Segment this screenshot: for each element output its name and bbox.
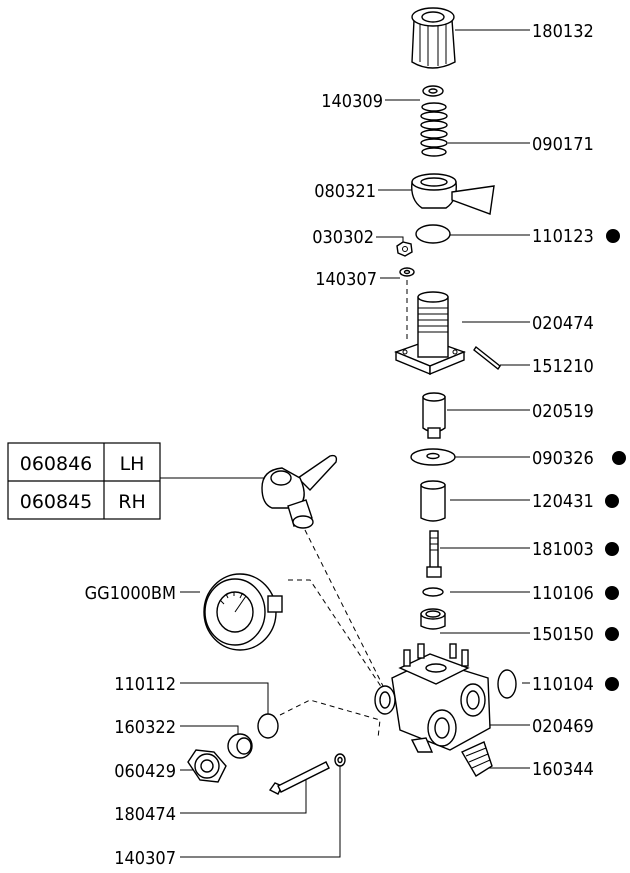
callout-140307-top: 140307: [315, 269, 377, 290]
callout-181003: 181003: [532, 539, 594, 560]
callout-140307-bottom: 140307: [114, 848, 176, 869]
callouts-left: 140309 080321 030302 140307 GG1000BM 110…: [85, 91, 383, 869]
table-side-rh: RH: [118, 491, 146, 513]
callouts-right: 180132 090171 110123 020474 151210 02051…: [532, 21, 594, 780]
seat-150150: [420, 608, 446, 630]
callout-060429: 060429: [114, 761, 176, 782]
leader-lines: [160, 29, 530, 858]
lever-080321: [411, 173, 495, 215]
sleeve-120431: [420, 480, 446, 522]
callout-090171: 090171: [532, 134, 594, 155]
pin-151210: [473, 345, 501, 371]
table-code-lh: 060846: [20, 453, 93, 475]
table-code-rh: 060845: [20, 491, 93, 513]
callout-110112: 110112: [114, 674, 176, 695]
oring-110112: [257, 713, 279, 739]
callout-110106: 110106: [532, 583, 594, 604]
callout-gauge: GG1000BM: [85, 583, 176, 604]
callout-080321: 080321: [314, 181, 376, 202]
callout-120431: 120431: [532, 491, 594, 512]
callout-160344: 160344: [532, 759, 594, 780]
oring-110104: [497, 669, 517, 699]
seal-090326: [410, 448, 456, 466]
adapter-160322: [227, 733, 253, 759]
body-020474: [394, 291, 466, 376]
handle-assembly: [261, 454, 338, 529]
washer-140309: [422, 85, 444, 97]
table-side-lh: LH: [120, 453, 145, 475]
callout-110123: 110123: [532, 226, 594, 247]
spring-090171: [420, 102, 448, 157]
callout-020519: 020519: [532, 401, 594, 422]
callout-140309: 140309: [321, 91, 383, 112]
callout-110104: 110104: [532, 674, 594, 695]
bullet-181003: [605, 542, 619, 556]
callout-020474: 020474: [532, 313, 594, 334]
nut-060429: [187, 749, 227, 783]
bolt-180474: [268, 761, 330, 795]
washer-140307-top: [399, 267, 415, 277]
plunger-020519: [422, 392, 446, 439]
bullet-150150: [605, 627, 619, 641]
callout-180474: 180474: [114, 804, 176, 825]
assembly-dashed-lines: [279, 280, 408, 739]
valve-body-020469: [374, 643, 491, 753]
pressure-gauge: [203, 573, 283, 651]
bullet-110106: [605, 586, 619, 600]
knob-180132: [411, 7, 456, 69]
oring-110106: [422, 587, 444, 597]
callout-030302: 030302: [312, 227, 374, 248]
oring-110123: [415, 224, 451, 244]
callout-090326: 090326: [532, 448, 594, 469]
fitting-160344: [461, 741, 493, 777]
callout-180132: 180132: [532, 21, 594, 42]
callout-020469: 020469: [532, 716, 594, 737]
bullet-110123: [606, 229, 620, 243]
callout-151210: 151210: [532, 356, 594, 377]
bolt-181003: [426, 530, 442, 578]
variant-table: 060846 LH 060845 RH: [7, 442, 161, 520]
callout-150150: 150150: [532, 624, 594, 645]
bullet-markers: [605, 229, 626, 691]
callout-160322: 160322: [114, 717, 176, 738]
bullet-110104: [605, 677, 619, 691]
bullet-090326: [612, 451, 626, 465]
bullet-120431: [605, 494, 619, 508]
nut-030302: [396, 241, 413, 257]
washer-140307-bottom: [334, 753, 346, 767]
